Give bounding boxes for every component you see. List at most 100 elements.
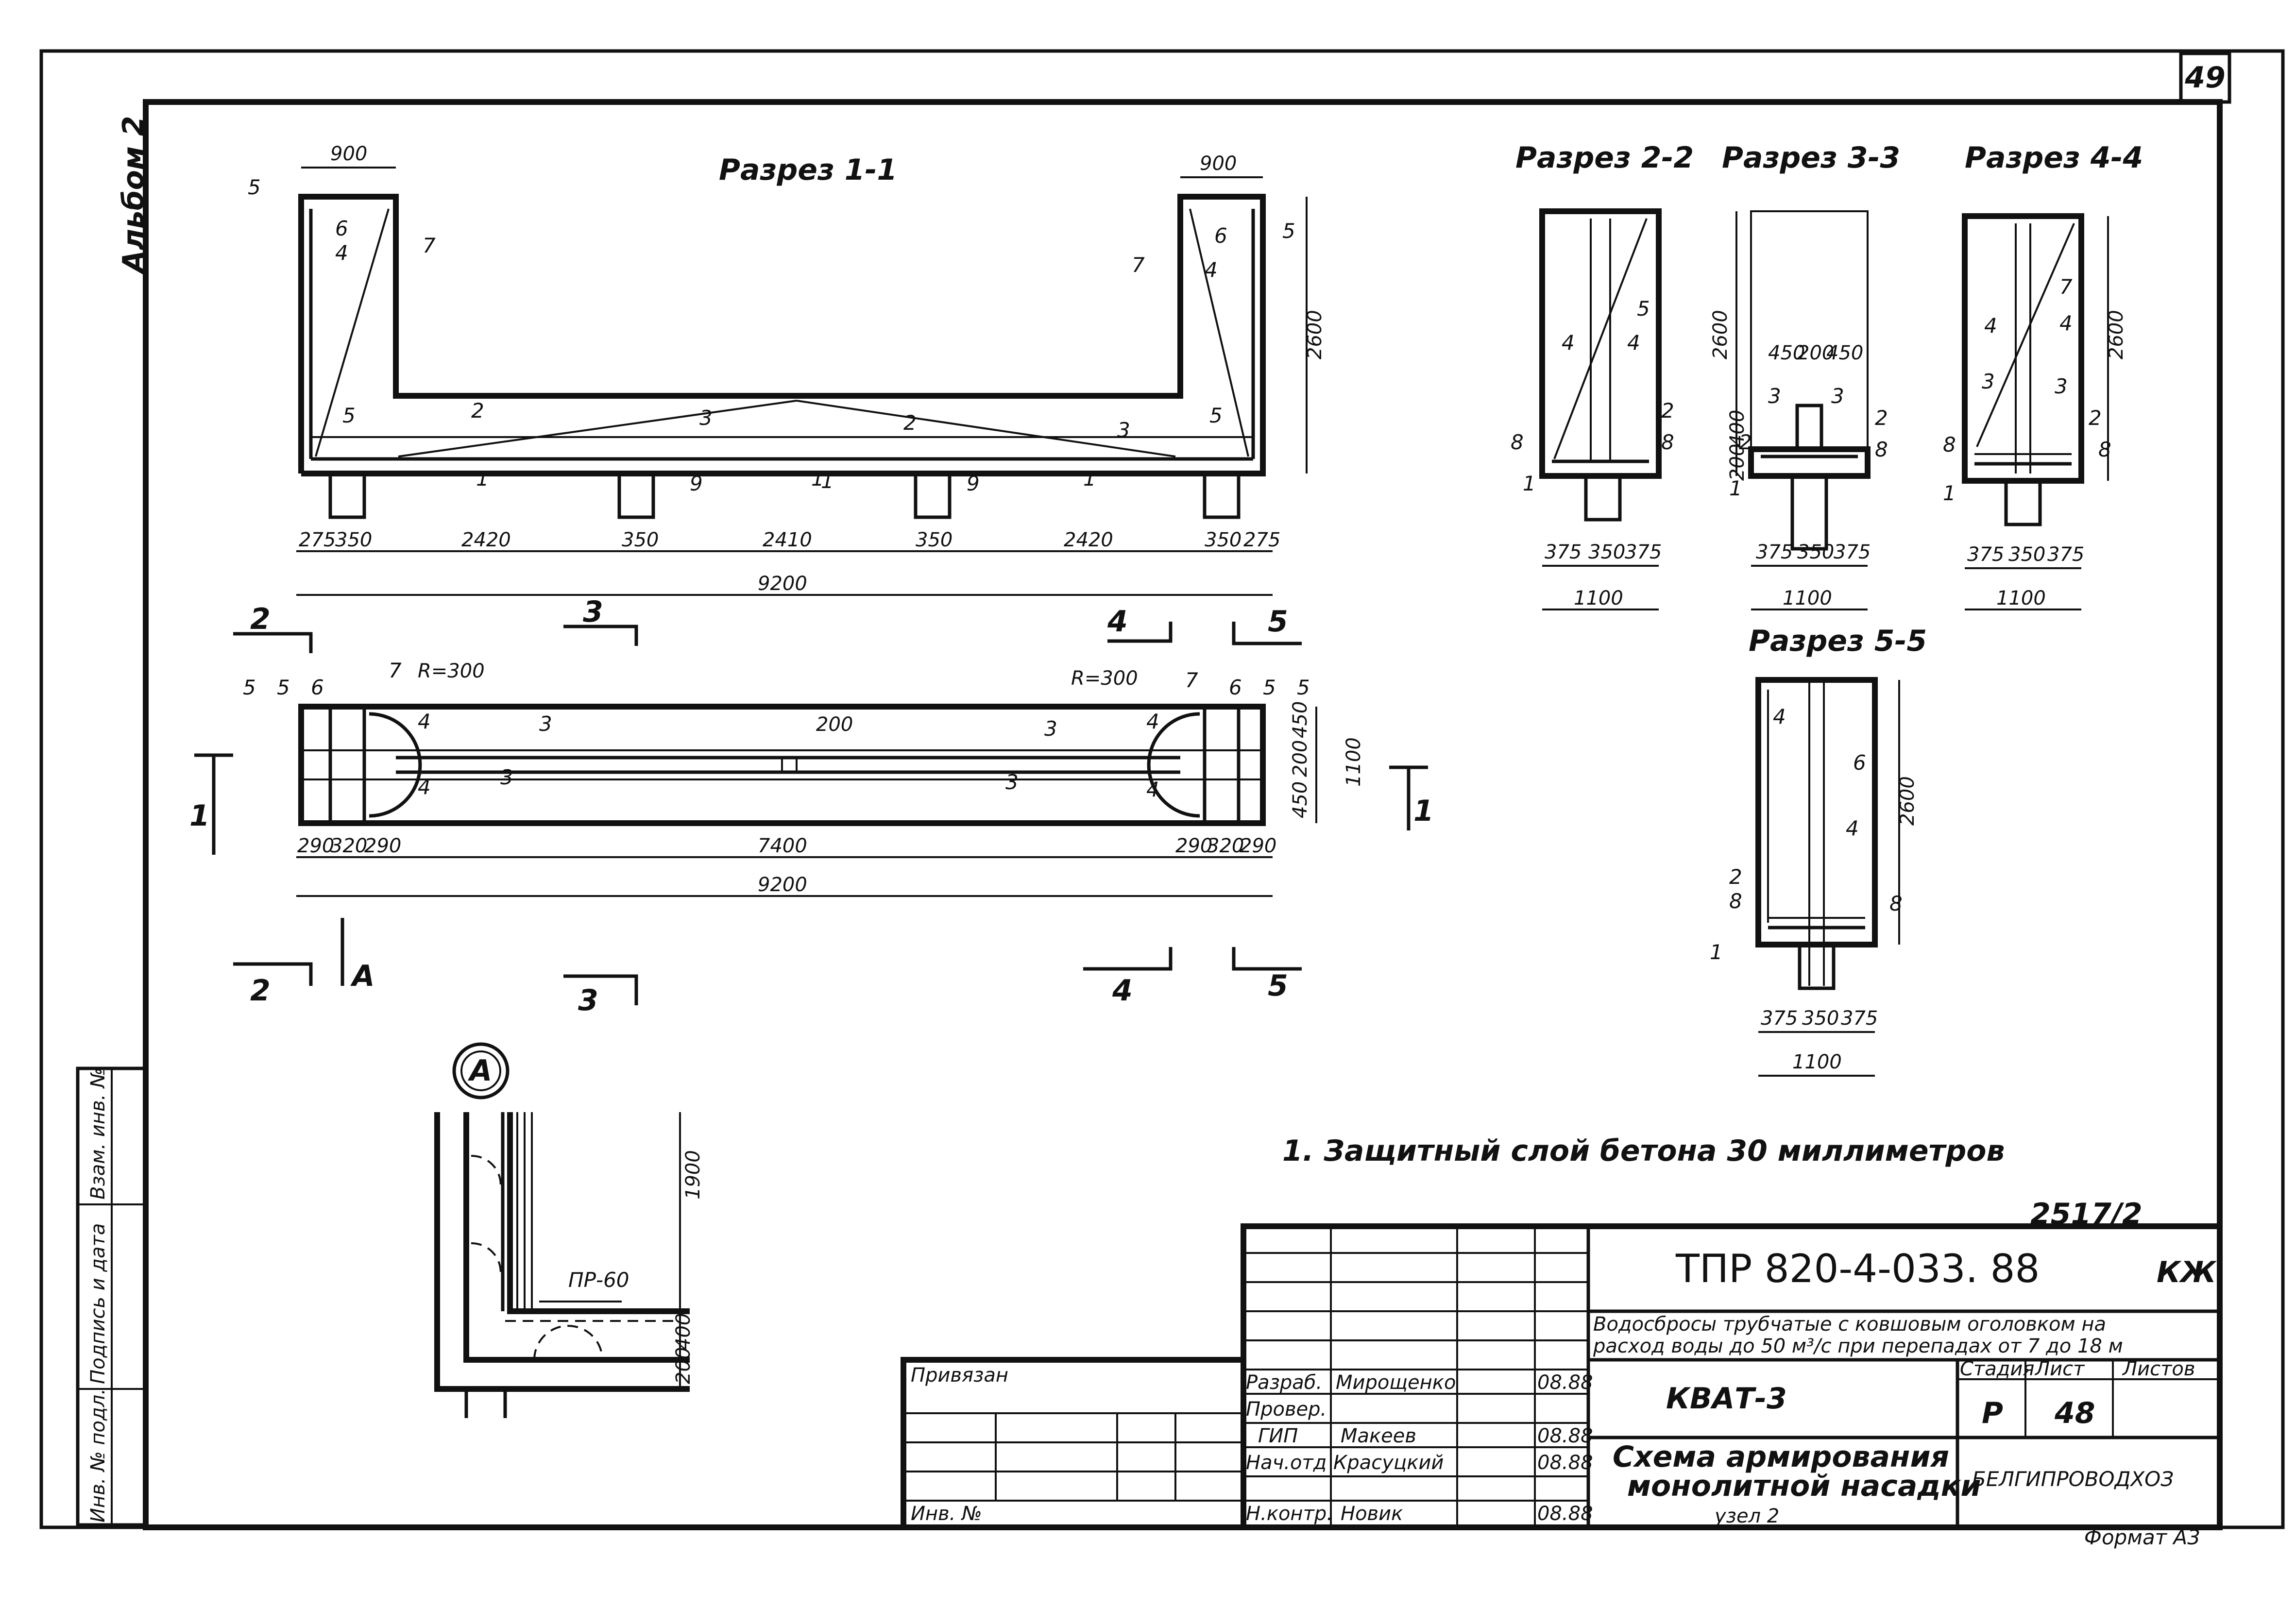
plan-lbl-7a: 7 <box>389 659 402 682</box>
s11-lbl-2a: 2 <box>471 399 484 423</box>
cut-1-right-label: 1 <box>1413 794 1434 828</box>
cut-4-top-label: 4 <box>1107 605 1128 639</box>
s33-stem <box>1795 404 1823 451</box>
s11-lbl-3b: 3 <box>1117 418 1130 442</box>
tb-org: БЕЛГИПРОВОДХОЗ <box>1972 1467 2174 1491</box>
general-note: 1. Защитный слой бетона 30 миллиметров <box>1282 1134 2005 1168</box>
tb-role-4: Н.контр. <box>1246 1503 1333 1525</box>
s11-lbl-6a: 6 <box>335 217 348 240</box>
s44-lbl-3a: 3 <box>1982 370 1995 393</box>
s22-outline <box>1539 208 1662 479</box>
s11-diag-left <box>315 208 390 457</box>
s11-dim-900-left: 900 <box>330 143 367 165</box>
tb-sheet-label: Лист <box>2034 1358 2085 1380</box>
plan-lbl-4a: 4 <box>418 710 431 733</box>
plan-r-left: R=300 <box>418 660 485 682</box>
tb-object: КВАТ-3 <box>1666 1382 1787 1416</box>
plan-lbl-7b: 7 <box>1185 668 1198 692</box>
s11-lbl-5a: 5 <box>248 175 261 199</box>
cut-4-top <box>1107 622 1173 643</box>
s55-lbl-8b: 8 <box>1889 892 1903 915</box>
s11-outline <box>298 194 1266 476</box>
plan-dim-total: 9200 <box>758 874 807 896</box>
plan-lbl-3d: 3 <box>1005 770 1019 794</box>
s33-lbl-2a: 2 <box>1739 430 1752 454</box>
s11-pile-3 <box>914 472 952 519</box>
s33-pile <box>1790 474 1828 551</box>
section-3-3-title: Разрез 3-3 <box>1722 141 1900 175</box>
side-stamp: Инв. № подл. Подпись и дата Взам. инв. № <box>76 1066 148 1527</box>
s22-diag <box>1553 218 1648 459</box>
s44-pile <box>2004 479 2042 526</box>
s11-pile-1 <box>328 472 366 519</box>
cut-3-top <box>563 625 638 646</box>
s33-dim-375b: 375 <box>1834 541 1871 563</box>
s33-dim-375a: 375 <box>1756 541 1793 563</box>
section-2-2: Разрез 2-2 375 350 375 1100 5 4 4 2 8 8 … <box>1511 141 1694 610</box>
plan-dim-290b: 290 <box>364 835 401 857</box>
s33-width: 1100 <box>1783 587 1832 609</box>
s44-dim-375b: 375 <box>2047 543 2084 566</box>
s33-lbl-3b: 3 <box>1831 384 1844 408</box>
s11-dim-2410: 2410 <box>763 529 812 551</box>
plan-w-200: 200 <box>1289 740 1311 777</box>
side-stamp-sign: Подпись и дата <box>87 1223 109 1384</box>
s11-pile-4 <box>1203 472 1241 519</box>
tb-sheet-title-2: монолитной насадки <box>1627 1469 1981 1503</box>
s11-dim-total: 9200 <box>758 573 807 595</box>
s44-dim-375a: 375 <box>1967 543 2004 566</box>
s11-lbl-6b: 6 <box>1214 224 1227 248</box>
s11-diag-right <box>1189 208 1249 457</box>
plan-mid-dim: 200 <box>816 713 853 736</box>
s55-dim-375a: 375 <box>1761 1007 1798 1030</box>
cut-3-bottom-label: 3 <box>578 983 598 1017</box>
s44-height: 2600 <box>2105 310 2127 359</box>
plan-lbl-5c: 5 <box>1263 676 1276 699</box>
plan-dim-320b: 320 <box>1207 835 1244 857</box>
s55-lbl-2: 2 <box>1729 865 1742 889</box>
s11-dim-350b: 350 <box>622 529 659 551</box>
s55-lbl-4a: 4 <box>1773 705 1786 728</box>
section-3-3: Разрез 3-3 2600 450 200 450 200 400 375 … <box>1709 141 1900 610</box>
s55-width: 1100 <box>1792 1051 1842 1073</box>
cut-markers: 2 3 4 5 1 1 2 А 3 4 5 <box>189 595 1434 1017</box>
s22-lbl-4a: 4 <box>1562 331 1575 355</box>
plan-lbl-3c: 3 <box>1044 717 1057 741</box>
section-4-4: Разрез 4-4 2600 375 350 375 1100 7 4 4 3… <box>1943 141 2143 610</box>
cut-2-bottom <box>233 962 313 986</box>
tb-date-0: 08.88 <box>1537 1371 1593 1394</box>
s55-pile <box>1798 943 1836 990</box>
section-1-1: Разрез 1-1 900 900 2600 275 350 2420 350… <box>248 143 1326 596</box>
s22-lbl-4b: 4 <box>1627 331 1640 355</box>
plan-lbl-3b: 3 <box>500 765 513 789</box>
cut-2-top-label: 2 <box>250 602 271 636</box>
cut-2-bottom-label: 2 <box>250 974 271 1008</box>
tb-inv-no: Инв. № <box>911 1503 982 1525</box>
side-stamp-inv: Инв. № подл. <box>87 1388 109 1522</box>
plan-w-450a: 450 <box>1289 701 1311 738</box>
tb-name-line2: расход воды до 50 м³/с при перепадах от … <box>1593 1335 2123 1357</box>
plan-dim-7400: 7400 <box>758 835 807 857</box>
s44-lbl-4b: 4 <box>2059 311 2073 335</box>
section-5-5-title: Разрез 5-5 <box>1749 624 1927 658</box>
plan-dim-290d: 290 <box>1240 835 1276 857</box>
s11-lbl-3a: 3 <box>699 406 713 430</box>
plan-lbl-3a: 3 <box>539 712 552 736</box>
s11-lbl-1a: 1 <box>476 467 489 491</box>
s44-dim-350: 350 <box>2008 543 2045 566</box>
s55-lbl-8a: 8 <box>1729 889 1742 913</box>
s33-lbl-2b: 2 <box>1875 406 1888 430</box>
s44-lbl-8b: 8 <box>2098 438 2111 461</box>
s11-lbl-7b: 7 <box>1132 253 1145 277</box>
s11-lbl-2b: 2 <box>903 411 917 435</box>
s44-diag <box>1976 223 2075 447</box>
s33-side-200: 200 <box>1726 444 1749 481</box>
s11-dim-350c: 350 <box>916 529 952 551</box>
s55-dim-375b: 375 <box>1841 1007 1878 1030</box>
s11-dim-900-right: 900 <box>1200 152 1237 175</box>
cut-5-bottom-label: 5 <box>1268 969 1288 1003</box>
section-5-5: Разрез 5-5 2600 375 350 375 1100 4 6 4 2… <box>1710 624 1927 1077</box>
cut-4-bottom-label: 4 <box>1112 974 1133 1008</box>
cut-1-right <box>1389 765 1428 830</box>
tb-name-2: Макеев <box>1341 1425 1416 1447</box>
